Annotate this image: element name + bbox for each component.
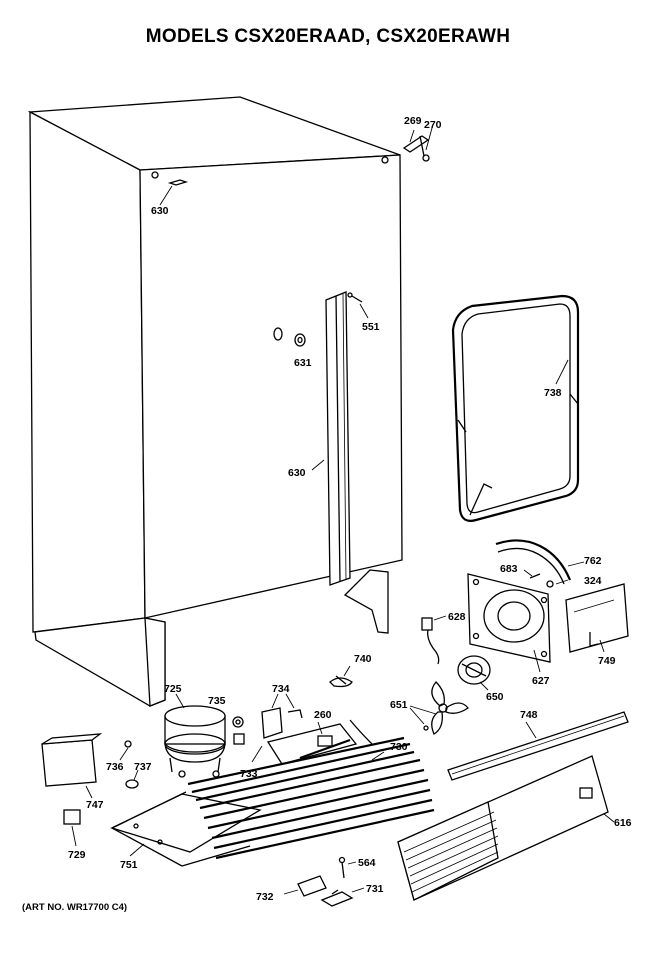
label-269: 269: [404, 115, 422, 127]
label-630-rail: 630: [288, 467, 306, 479]
label-730: 730: [390, 741, 408, 753]
part-616-grille: [397, 755, 615, 901]
label-324: 324: [584, 575, 602, 587]
part-762-tube: [495, 539, 585, 585]
label-725: 725: [164, 683, 182, 695]
part-731: [320, 887, 365, 907]
label-630-top: 630: [151, 205, 169, 217]
part-734-relay: [261, 693, 303, 739]
label-729: 729: [68, 849, 86, 861]
label-737: 737: [134, 761, 152, 773]
part-630-rail: [311, 291, 351, 586]
label-683: 683: [500, 563, 518, 575]
label-734: 734: [272, 683, 290, 695]
label-751: 751: [120, 859, 138, 871]
label-736: 736: [106, 761, 124, 773]
part-725-compressor: [164, 693, 226, 778]
label-551: 551: [362, 321, 380, 333]
label-650: 650: [486, 691, 504, 703]
part-651-fan-blade: [409, 681, 469, 735]
label-631: 631: [294, 357, 312, 369]
label-628: 628: [448, 611, 466, 623]
part-729: [63, 809, 81, 847]
label-748: 748: [520, 709, 538, 721]
label-260: 260: [314, 709, 332, 721]
part-749-cover: [565, 583, 629, 653]
label-762: 762: [584, 555, 602, 567]
part-269-270-bracket: [402, 127, 433, 162]
part-736-737: [119, 740, 139, 789]
part-631-plug: [273, 327, 306, 347]
label-564: 564: [358, 857, 376, 869]
part-732: [283, 875, 327, 897]
label-749: 749: [598, 655, 616, 667]
part-751-base-pan: [110, 791, 262, 867]
part-564-screw: [338, 856, 357, 879]
part-735-grommet: [232, 716, 245, 745]
page-title: MODELS CSX20ERAAD, CSX20ERAWH: [145, 26, 511, 47]
label-740: 740: [354, 653, 372, 665]
part-733: [251, 745, 263, 763]
part-630-clip: [159, 179, 189, 206]
label-733: 733: [240, 768, 258, 780]
part-738-door-gasket: [451, 294, 580, 522]
label-651: 651: [390, 699, 408, 711]
part-labels: 269 270 630 551 631 738 630 762 683 324 …: [68, 115, 632, 903]
label-732: 732: [256, 891, 274, 903]
label-731: 731: [366, 883, 384, 895]
part-747-bracket: [41, 733, 103, 799]
label-735: 735: [208, 695, 226, 707]
label-738: 738: [544, 387, 562, 399]
part-260-drain-pan: [266, 721, 358, 765]
part-650-fan-motor: [457, 655, 491, 691]
label-616: 616: [614, 817, 632, 829]
part-748-rail: [447, 711, 629, 781]
art-number: (ART NO. WR17700 C4): [22, 902, 128, 913]
part-683-324-fasteners: [523, 569, 569, 588]
part-628-connector: [421, 615, 447, 665]
refrigerator-cabinet: [27, 96, 403, 707]
label-747: 747: [86, 799, 104, 811]
part-740-clip: [329, 665, 353, 688]
label-627: 627: [532, 675, 550, 687]
part-551-screw: [347, 292, 369, 319]
part-627-fan-shroud: [467, 573, 551, 673]
part-730-condenser: [187, 719, 435, 860]
label-270: 270: [424, 119, 442, 131]
